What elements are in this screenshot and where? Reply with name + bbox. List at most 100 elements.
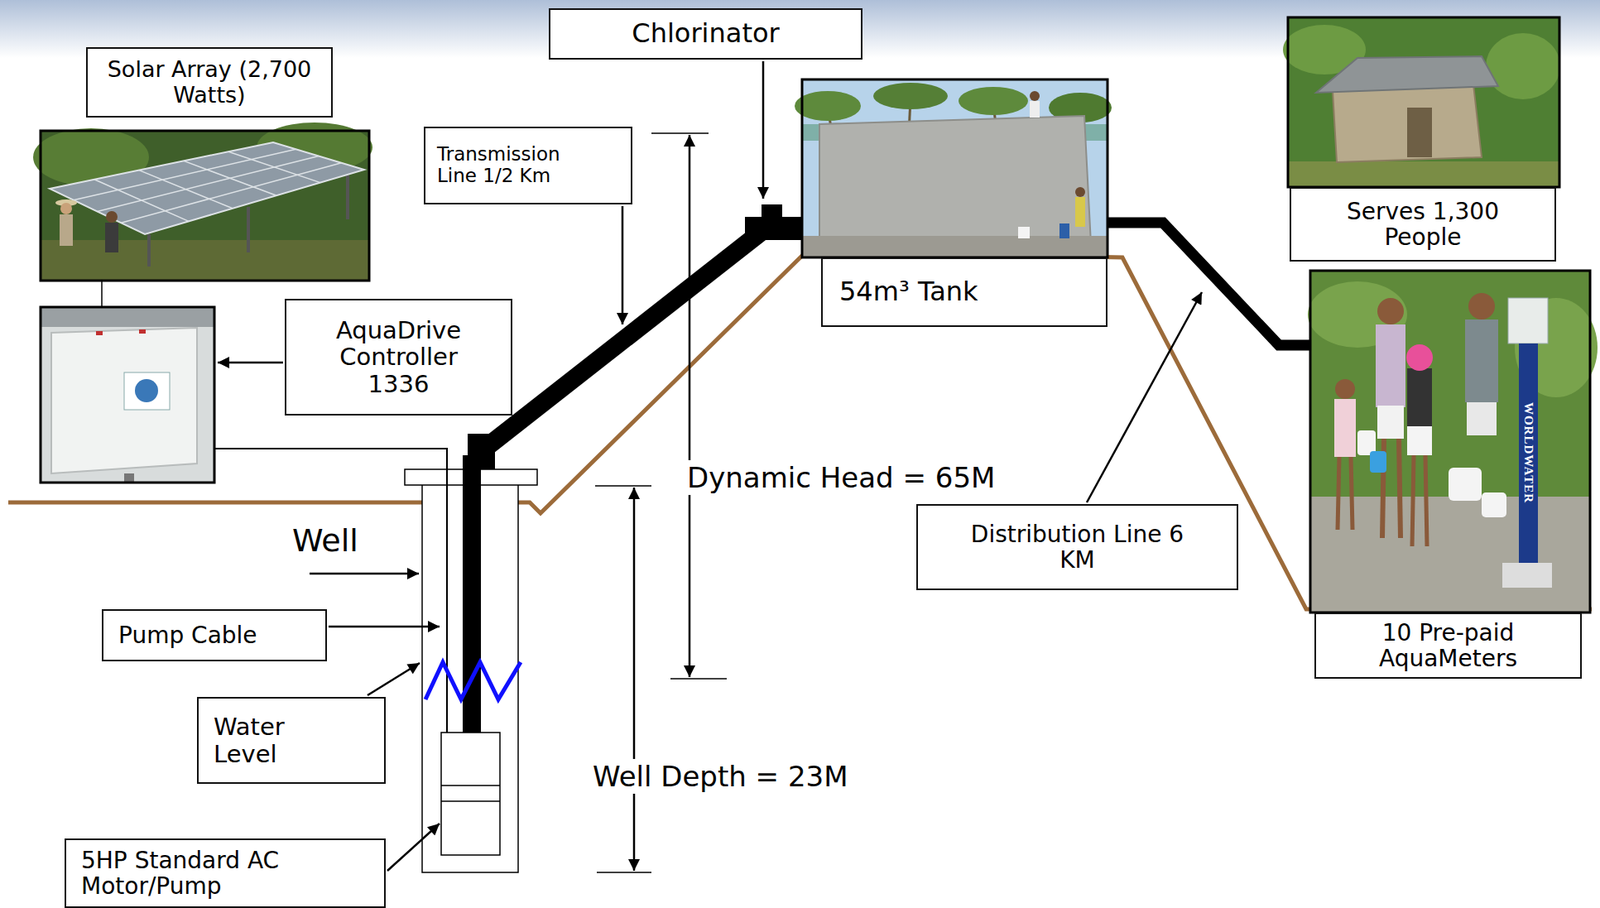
photo-frame (802, 79, 1108, 258)
photo-ground (40, 307, 215, 327)
person (1377, 405, 1404, 439)
node-text: Chlorinator (631, 19, 779, 49)
person (1406, 344, 1433, 371)
dimension-arrow (633, 487, 636, 871)
leader-line (621, 206, 625, 325)
photo-ground (1287, 161, 1560, 188)
node-text: Serves 1,300 People (1311, 198, 1535, 251)
person (59, 214, 73, 246)
photo-frame (40, 130, 370, 281)
node-text: Water Level (213, 713, 346, 768)
component-label: 5HP Standard AC Motor/Pump (64, 838, 386, 908)
dimension-arrow (688, 134, 692, 678)
meter-group: 10 Pre-paid AquaMeters (1310, 270, 1591, 679)
barrel (1059, 223, 1070, 239)
person (1029, 91, 1040, 101)
node-text: 10 Pre-paid AquaMeters (1345, 619, 1552, 673)
jug (1448, 467, 1482, 501)
leader-line (367, 663, 420, 696)
brand-text: WORLDWATER (1519, 398, 1538, 507)
label-box: Pump Cable (101, 609, 327, 662)
hut-door (1407, 107, 1432, 158)
foliage (1485, 33, 1561, 100)
person (1425, 455, 1428, 547)
array-leg (147, 234, 151, 267)
person (1407, 368, 1432, 427)
concrete-tank (819, 115, 1091, 245)
component-label: Chlorinator (548, 8, 863, 60)
hut-roof (1316, 56, 1499, 93)
tank-group: 54m³ Tank (802, 79, 1108, 327)
part-label: Well (288, 521, 362, 561)
component-label: Pump Cable (101, 609, 327, 662)
label-box: Water Level (196, 696, 386, 784)
label-box: Chlorinator (548, 8, 863, 60)
node-text: 5HP Standard AC Motor/Pump (81, 847, 355, 900)
palm (958, 86, 1029, 116)
photo-frame (40, 307, 215, 483)
person (1468, 293, 1495, 320)
connector-wire (100, 280, 103, 308)
water-level-symbol (425, 662, 521, 700)
person (1466, 402, 1497, 436)
palm (794, 91, 861, 121)
component-label: Transmission Line 1/2 Km (423, 126, 633, 205)
pump-cable (214, 448, 447, 733)
person (1334, 398, 1356, 457)
logo-plate (124, 372, 170, 410)
person (1465, 319, 1499, 403)
leader-line (328, 625, 440, 629)
panel-grid (120, 163, 342, 224)
array-leg (345, 175, 350, 220)
label-box: Serves 1,300 People (1289, 187, 1557, 262)
label-box: AquaDrive Controller 1336 (284, 298, 513, 416)
array-leg (246, 206, 250, 253)
node-text: Pump Cable (118, 622, 258, 649)
component-label: Serves 1,300 People (1289, 187, 1557, 262)
photo-frame (1287, 17, 1560, 188)
node-text: AquaDrive Controller 1336 (326, 317, 471, 398)
person (1029, 100, 1040, 118)
component-label: Solar Array (2,700 Watts) (86, 47, 333, 118)
person (1377, 297, 1404, 325)
logo (134, 379, 159, 403)
person (1075, 196, 1086, 227)
hinge (139, 329, 146, 334)
photo-frame (1310, 270, 1591, 613)
label-box: Distribution Line 6 KM (916, 504, 1239, 591)
jug (1369, 451, 1387, 473)
jug (1481, 492, 1507, 518)
label-box: 5HP Standard AC Motor/Pump (64, 838, 386, 908)
dimension-tick (595, 485, 652, 487)
person (1350, 456, 1353, 530)
label-box: Transmission Line 1/2 Km (423, 126, 633, 205)
dimension-tick (651, 132, 709, 135)
label-box: 54m³ Tank (821, 257, 1108, 327)
leader-line (762, 61, 765, 199)
person (105, 222, 119, 253)
transmission-pipe (486, 228, 766, 447)
hut-wall (1332, 84, 1482, 163)
person (1412, 455, 1414, 547)
house-photo (1282, 17, 1561, 188)
post (124, 473, 135, 483)
label-box: 10 Pre-paid AquaMeters (1314, 612, 1582, 679)
dimension-tick (670, 677, 727, 680)
person (1375, 324, 1406, 408)
person (60, 202, 73, 215)
node-text: Distribution Line 6 KM (961, 521, 1194, 574)
component-label: Water Level (196, 696, 386, 784)
pump-body (441, 800, 500, 803)
controller-photo (40, 307, 215, 483)
meter-photo (1307, 270, 1598, 613)
dimension-label: Dynamic Head = 65M (683, 460, 999, 495)
tank-photo (794, 79, 1112, 258)
panel-grid (73, 148, 297, 201)
node-text: Solar Array (2,700 Watts) (101, 57, 318, 107)
leader-line (309, 572, 419, 576)
meter-post (1518, 343, 1538, 563)
photo-ground (802, 235, 1108, 258)
dimension-tick (596, 871, 652, 874)
panel-grid (73, 148, 342, 223)
